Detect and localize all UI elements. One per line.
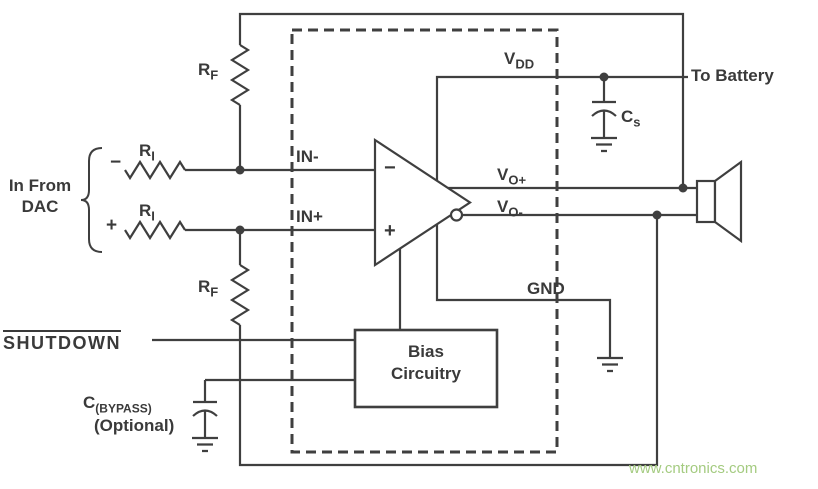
label-rf-bottom: RF	[198, 277, 219, 300]
label-to-battery: To Battery	[691, 66, 774, 85]
label-in-from-dac: In From DAC	[8, 176, 72, 216]
label-shutdown: SHUTDOWN	[3, 330, 121, 353]
label-cs: Cs	[621, 107, 641, 130]
ground-gnd-icon	[597, 356, 623, 373]
opamp-inverting-bubble-icon	[449, 208, 464, 222]
label-vo-minus: VO-	[497, 197, 523, 220]
label-input-plus: +	[106, 215, 118, 236]
junction-dot-icon	[678, 183, 688, 193]
wire-feedback-bottom	[238, 215, 659, 467]
label-vdd: VDD	[504, 49, 535, 72]
wire-gnd	[435, 224, 612, 358]
label-bias-circuitry: Bias Circuitry	[391, 342, 461, 383]
junction-dot-icon	[652, 210, 662, 220]
resistor-ri-top-icon	[124, 159, 186, 181]
label-ri-top: RI	[139, 141, 155, 164]
wire-feedback-top	[238, 12, 685, 188]
bias-circuitry-box	[353, 328, 499, 409]
junction-dots	[235, 72, 688, 235]
label-vo-plus: VO+	[497, 165, 527, 188]
label-opamp-plus: +	[384, 220, 396, 242]
label-ri-bottom: RI	[139, 201, 155, 224]
opamp-triangle-icon	[373, 137, 473, 268]
ic-boundary-dashed-box	[290, 28, 559, 454]
resistor-rf-top-icon	[229, 44, 251, 106]
label-pin-in-plus: IN+	[296, 207, 323, 226]
resistor-ri-bottom-icon	[124, 219, 186, 241]
input-brace-icon	[80, 147, 103, 253]
label-input-minus: −	[110, 152, 122, 173]
label-gnd: GND	[527, 279, 565, 298]
junction-dot-icon	[599, 72, 609, 82]
capacitor-cbypass-icon	[192, 380, 218, 438]
ground-cbypass-icon	[192, 436, 218, 453]
capacitor-cs-icon	[591, 77, 617, 138]
label-optional: (Optional)	[94, 416, 175, 435]
label-opamp-minus: −	[384, 157, 396, 179]
ground-cs-icon	[591, 136, 617, 153]
circuit-strokes	[80, 12, 743, 467]
resistor-rf-bottom-icon	[229, 264, 251, 326]
speaker-icon	[695, 159, 743, 244]
wire-vdd	[435, 75, 688, 181]
junction-dot-icon	[235, 165, 245, 175]
label-rf-top: RF	[198, 60, 219, 83]
label-c-bypass: C(BYPASS)	[83, 393, 152, 416]
junction-dot-icon	[235, 225, 245, 235]
label-pin-in-minus: IN-	[296, 147, 319, 166]
watermark: www.cntronics.com	[629, 460, 758, 477]
